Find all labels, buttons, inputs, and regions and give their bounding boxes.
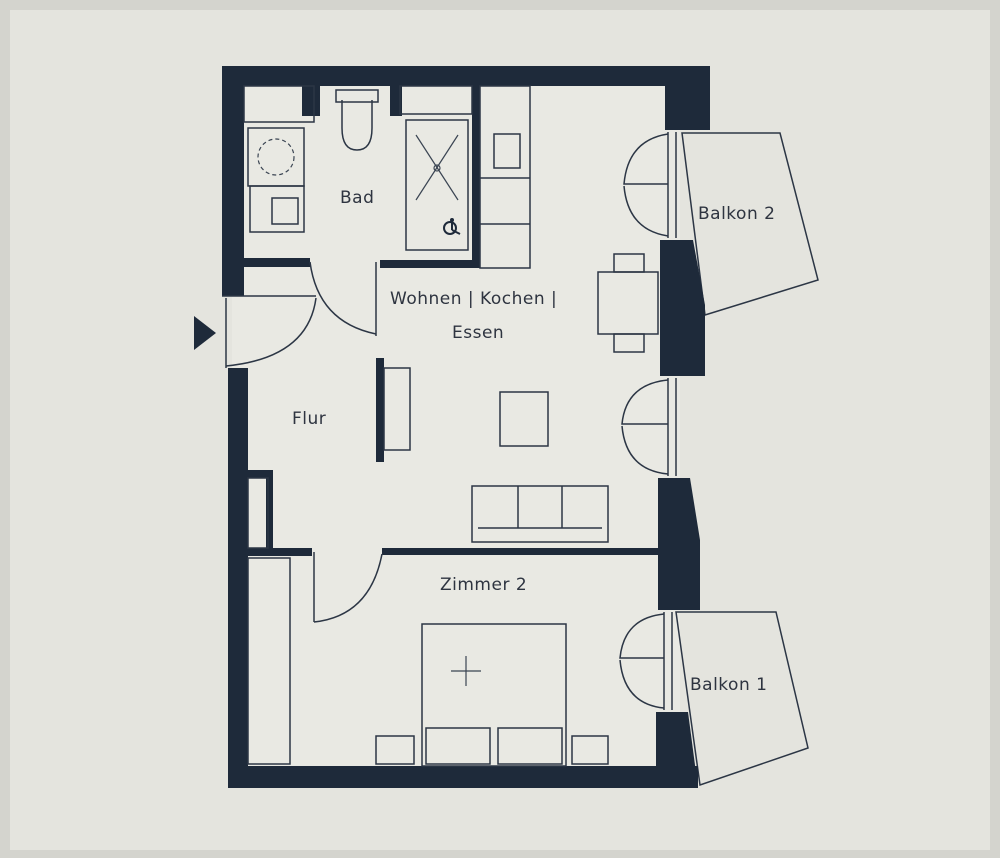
room-label-wohnen-line1: Wohnen | Kochen | bbox=[390, 289, 557, 309]
entrance bbox=[194, 295, 317, 368]
room-label-wohnen-line2: Essen bbox=[452, 323, 504, 343]
interior-walls bbox=[244, 86, 658, 556]
wheelchair-icon bbox=[443, 218, 461, 235]
room-label-balkon1: Balkon 1 bbox=[690, 675, 767, 695]
balkon-1-area bbox=[675, 611, 809, 787]
balcony-doors bbox=[619, 132, 677, 710]
kitchen-fixtures bbox=[479, 85, 531, 269]
bedroom-furniture bbox=[247, 557, 609, 767]
flur-closet bbox=[247, 477, 269, 549]
room-label-flur: Flur bbox=[292, 409, 326, 429]
living-furniture bbox=[383, 367, 609, 543]
zimmer-door bbox=[313, 552, 383, 623]
room-label-bad: Bad bbox=[340, 188, 374, 208]
bathroom-fixtures bbox=[243, 85, 473, 336]
dining-set bbox=[597, 253, 659, 353]
balkon-2-area bbox=[681, 132, 819, 316]
room-label-zimmer2: Zimmer 2 bbox=[440, 575, 527, 595]
apartment-floor bbox=[232, 78, 680, 778]
outer-walls bbox=[222, 66, 710, 788]
room-label-balkon2: Balkon 2 bbox=[698, 204, 775, 224]
entrance-arrow-icon bbox=[194, 316, 216, 350]
